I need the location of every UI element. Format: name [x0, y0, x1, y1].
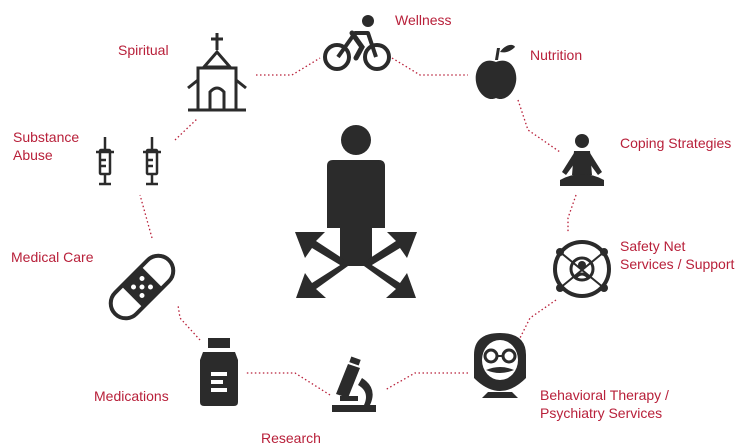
label-behavioral-therapy: Behavioral Therapy / Psychiatry Services — [540, 386, 669, 422]
label-spiritual: Spiritual — [118, 42, 169, 58]
connector-lines — [139, 57, 577, 396]
connector-coping-safety — [567, 194, 577, 232]
person-with-outward-arrows-icon — [295, 125, 417, 298]
connector-research-medications — [245, 372, 331, 396]
label-safety-net: Safety Net Services / Support — [620, 237, 734, 273]
network-globe-icon — [553, 240, 611, 298]
bicycle-icon — [323, 15, 391, 71]
label-safety-line-1: Safety Net — [620, 238, 686, 254]
label-substance-line-1: Substance — [13, 129, 80, 145]
connector-medications-medical — [177, 304, 201, 341]
connector-nutrition-coping — [517, 99, 561, 153]
label-safety-line-2: Services / Support — [620, 256, 735, 272]
pill-bottle-icon — [200, 338, 238, 406]
label-substance-abuse: Substance Abuse — [13, 128, 79, 164]
psychiatrist-icon — [474, 333, 526, 398]
label-wellness: Wellness — [395, 12, 452, 28]
label-behavioral-line-2: Psychiatry Services — [540, 405, 663, 421]
microscope-icon — [332, 356, 376, 412]
apple-icon — [475, 44, 517, 100]
label-medications: Medications — [94, 388, 169, 404]
connector-safety-behavioral — [519, 299, 557, 339]
connector-wellness-nutrition — [391, 57, 468, 76]
label-research: Research — [261, 430, 321, 446]
church-icon — [187, 33, 247, 112]
label-substance-line-2: Abuse — [13, 147, 53, 163]
label-nutrition: Nutrition — [530, 47, 583, 63]
connector-medical-substance — [139, 194, 153, 239]
syringe-icon — [96, 137, 161, 186]
connector-behavioral-research — [384, 372, 468, 391]
bandage-icon — [108, 253, 176, 321]
label-coping-strategies: Coping Strategies — [620, 135, 732, 151]
connector-substance-spiritual — [174, 117, 199, 141]
label-behavioral-line-1: Behavioral Therapy / — [540, 387, 669, 403]
connector-spiritual-wellness — [256, 57, 321, 76]
meditation-icon — [560, 134, 604, 186]
label-medical-care: Medical Care — [11, 249, 94, 265]
